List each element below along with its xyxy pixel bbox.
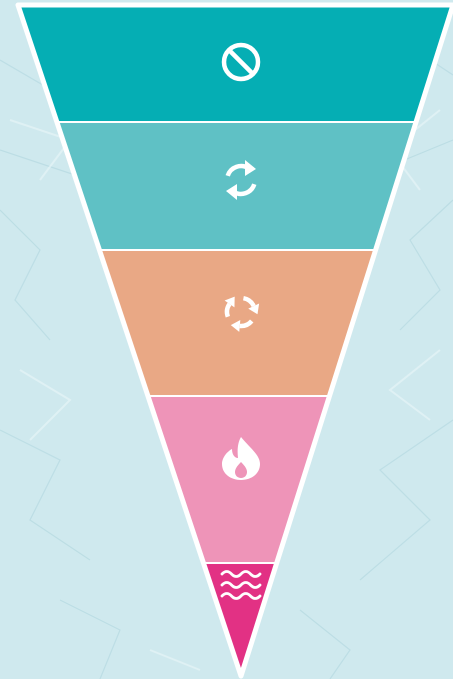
crease-line <box>399 199 453 331</box>
crease-line <box>0 209 51 341</box>
crease-line <box>359 419 453 581</box>
tier-dividers <box>56 121 417 564</box>
highlight-line <box>149 649 201 671</box>
tier-band-5 <box>203 563 277 676</box>
prohibited-icon <box>221 42 261 82</box>
highlight-line <box>19 369 72 441</box>
pyramid-outline <box>15 2 453 679</box>
crease-line <box>59 599 121 679</box>
tier-band-1 <box>18 5 453 122</box>
reuse-arrows-icon <box>225 160 257 200</box>
recycle-arrows-icon <box>224 295 260 332</box>
highlight-line <box>388 349 441 421</box>
waves-icon <box>220 570 262 600</box>
crease-line <box>0 429 91 561</box>
crease-line <box>299 609 351 679</box>
flame-icon <box>222 437 260 480</box>
tier-icons <box>220 42 262 600</box>
